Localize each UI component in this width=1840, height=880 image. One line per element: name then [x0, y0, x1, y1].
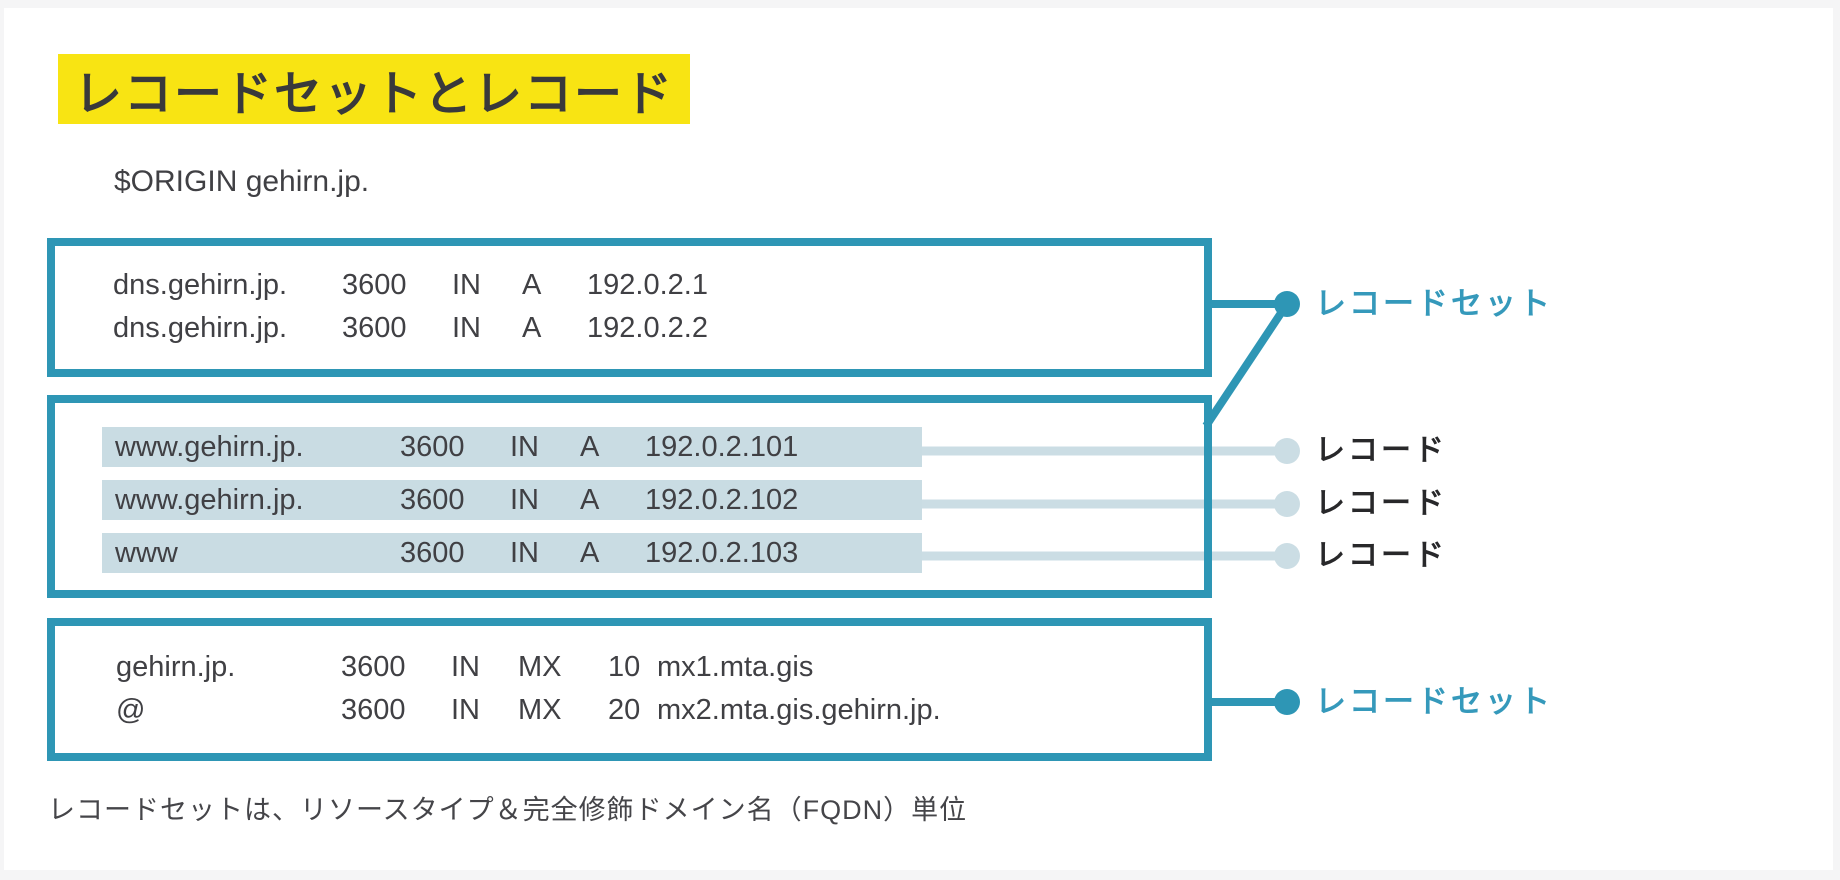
- record-value: 192.0.2.103: [645, 536, 799, 569]
- record-owner: dns.gehirn.jp.: [113, 269, 288, 301]
- record-type: A: [580, 430, 600, 463]
- record-value: 192.0.2.102: [645, 483, 799, 516]
- record-type: A: [580, 536, 600, 569]
- record-priority: 20: [608, 694, 641, 726]
- record-type: A: [522, 312, 542, 344]
- record-row: gehirn.jp. 3600 IN MX 10 mx1.mta.gis: [116, 646, 1204, 689]
- record-type: A: [580, 483, 600, 516]
- page-title: レコードセットとレコード: [58, 54, 691, 124]
- record-set-label: レコードセット: [1315, 684, 1553, 719]
- record-class: IN: [452, 269, 481, 301]
- record-ttl: 3600: [400, 483, 465, 516]
- record-ttl: 3600: [400, 536, 465, 569]
- record-row: dns.gehirn.jp. 3600 IN A 192.0.2.2: [113, 307, 1204, 350]
- record-ttl: 3600: [342, 269, 407, 301]
- record-label: レコード: [1315, 487, 1447, 520]
- record-ttl: 3600: [341, 651, 406, 683]
- record-value: 192.0.2.1: [587, 269, 708, 301]
- record-class: IN: [510, 483, 539, 516]
- record-owner: dns.gehirn.jp.: [113, 312, 288, 344]
- caption-text: レコードセットは、リソースタイプ＆完全修飾ドメイン名（FQDN）単位: [48, 795, 968, 825]
- record-class: IN: [510, 430, 539, 463]
- record-owner: www.gehirn.jp.: [115, 483, 304, 516]
- page-title-text: レコードセットとレコード: [74, 68, 675, 121]
- record-value: mx2.mta.gis.gehirn.jp.: [657, 694, 941, 726]
- record-priority: 10: [608, 651, 641, 683]
- record-ttl: 3600: [400, 430, 465, 463]
- record-type: MX: [518, 694, 562, 726]
- record-set-box-dns-a: dns.gehirn.jp. 3600 IN A 192.0.2.1 dns.g…: [47, 238, 1212, 377]
- record-ttl: 3600: [341, 694, 406, 726]
- record-owner: www: [115, 536, 178, 569]
- record-set-label: レコードセット: [1315, 286, 1553, 321]
- record-type: MX: [518, 651, 562, 683]
- record-class: IN: [510, 536, 539, 569]
- record-class: IN: [451, 651, 480, 683]
- record-row-highlighted: www.gehirn.jp. 3600 IN A 192.0.2.102: [102, 480, 922, 520]
- record-row: @ 3600 IN MX 20 mx2.mta.gis.gehirn.jp.: [116, 689, 1204, 732]
- record-label: レコード: [1315, 434, 1447, 467]
- record-owner: @: [116, 694, 146, 726]
- record-class: IN: [452, 312, 481, 344]
- record-value: mx1.mta.gis: [657, 651, 814, 683]
- record-label: レコード: [1315, 539, 1447, 572]
- record-set-box-mx: gehirn.jp. 3600 IN MX 10 mx1.mta.gis @ 3…: [47, 618, 1212, 761]
- record-owner: www.gehirn.jp.: [115, 430, 304, 463]
- record-set-box-www-a: www.gehirn.jp. 3600 IN A 192.0.2.101 www…: [47, 395, 1212, 598]
- record-row: dns.gehirn.jp. 3600 IN A 192.0.2.1: [113, 264, 1204, 307]
- record-ttl: 3600: [342, 312, 407, 344]
- record-type: A: [522, 269, 542, 301]
- zone-origin-line: $ORIGIN gehirn.jp.: [114, 165, 370, 198]
- record-class: IN: [451, 694, 480, 726]
- record-value: 192.0.2.101: [645, 430, 799, 463]
- record-row-highlighted: www.gehirn.jp. 3600 IN A 192.0.2.101: [102, 427, 922, 467]
- record-owner: gehirn.jp.: [116, 651, 236, 683]
- record-value: 192.0.2.2: [587, 312, 708, 344]
- record-row-highlighted: www 3600 IN A 192.0.2.103: [102, 533, 922, 573]
